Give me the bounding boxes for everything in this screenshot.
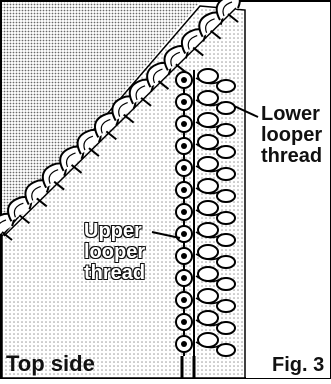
lower-looper-label-line-2: looper xyxy=(261,125,322,146)
upper-looper-label-line-2: looper xyxy=(84,242,145,263)
upper-looper-label-line-3: thread xyxy=(84,263,145,284)
upper-looper-label: Upper looper thread xyxy=(84,221,145,284)
lower-looper-label: Lower looper thread xyxy=(261,104,322,167)
lower-looper-label-line-1: Lower xyxy=(261,104,322,125)
figure-number-label: Fig. 3 xyxy=(272,355,324,376)
upper-looper-label-line-1: Upper xyxy=(84,221,145,242)
right-background xyxy=(246,2,330,378)
top-side-label: Top side xyxy=(6,352,95,375)
lower-looper-label-line-3: thread xyxy=(261,146,322,167)
